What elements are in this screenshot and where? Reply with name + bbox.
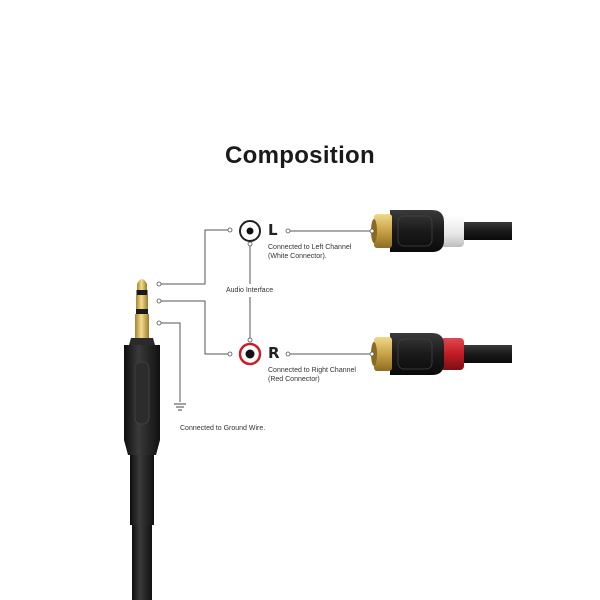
ground-wire-label: Connected to Ground Wire. bbox=[180, 425, 266, 432]
sleeve-to-ground-line bbox=[159, 322, 181, 402]
ring-dot bbox=[156, 298, 162, 304]
right-channel-symbol-icon bbox=[238, 342, 262, 366]
right-channel-note-line1: Connected to Right Channel bbox=[268, 367, 356, 374]
jack-body-logo-panel bbox=[134, 361, 150, 425]
red-in-dot bbox=[369, 351, 375, 357]
left-line-dot bbox=[227, 227, 233, 233]
left-channel-letter: L bbox=[268, 221, 278, 239]
connection-dots bbox=[156, 227, 375, 357]
left-channel-note-line2: (White Connector). bbox=[268, 253, 327, 260]
red-rca-band bbox=[440, 338, 464, 370]
jack-cable bbox=[132, 525, 152, 600]
red-rca-body-highlight bbox=[397, 338, 433, 370]
ground-symbol-icon bbox=[174, 403, 186, 411]
left-channel-symbol-icon bbox=[239, 220, 261, 242]
red-rca-connector bbox=[371, 333, 512, 375]
jack-shoulder bbox=[129, 338, 155, 345]
tip-dot bbox=[156, 281, 162, 287]
jack-tip bbox=[137, 279, 147, 290]
jack-ring-sleeve-insulator bbox=[136, 309, 148, 314]
right-out-dot bbox=[285, 351, 291, 357]
ring-to-right-line bbox=[159, 300, 230, 355]
diagram-title: Composition bbox=[225, 142, 375, 169]
white-rca-body-highlight bbox=[397, 215, 433, 247]
white-rca-band bbox=[440, 215, 464, 247]
red-rca-gold-sleeve bbox=[374, 337, 392, 371]
left-out-dot bbox=[285, 228, 291, 234]
interface-top-dot bbox=[247, 241, 253, 247]
right-channel-letter: R bbox=[268, 344, 280, 362]
right-channel-note: Connected to Right Channel (Red Connecto… bbox=[268, 366, 356, 384]
jack-sleeve bbox=[135, 314, 149, 338]
red-rca-cable bbox=[462, 345, 512, 363]
jack-boot bbox=[130, 455, 154, 525]
right-channel-note-line2: (Red Connector) bbox=[268, 376, 320, 383]
white-rca-body bbox=[390, 210, 444, 252]
right-line-dot bbox=[227, 351, 233, 357]
white-rca-gold-sleeve bbox=[374, 214, 392, 248]
left-channel-note-line1: Connected to Left Channel bbox=[268, 244, 352, 251]
white-in-dot bbox=[369, 228, 375, 234]
left-channel-note: Connected to Left Channel (White Connect… bbox=[268, 243, 351, 261]
interface-bottom-dot bbox=[247, 337, 253, 343]
red-rca-body bbox=[390, 333, 444, 375]
tip-to-left-line bbox=[159, 229, 230, 285]
sleeve-dot bbox=[156, 320, 162, 326]
white-rca-connector bbox=[371, 210, 512, 252]
white-rca-cable bbox=[462, 222, 512, 240]
connection-lines bbox=[159, 229, 372, 402]
jack-ring bbox=[136, 295, 148, 309]
stereo-jack-plug bbox=[124, 279, 160, 600]
audio-interface-label: Audio Interface bbox=[226, 287, 274, 294]
jack-tip-ring-insulator bbox=[136, 290, 148, 295]
